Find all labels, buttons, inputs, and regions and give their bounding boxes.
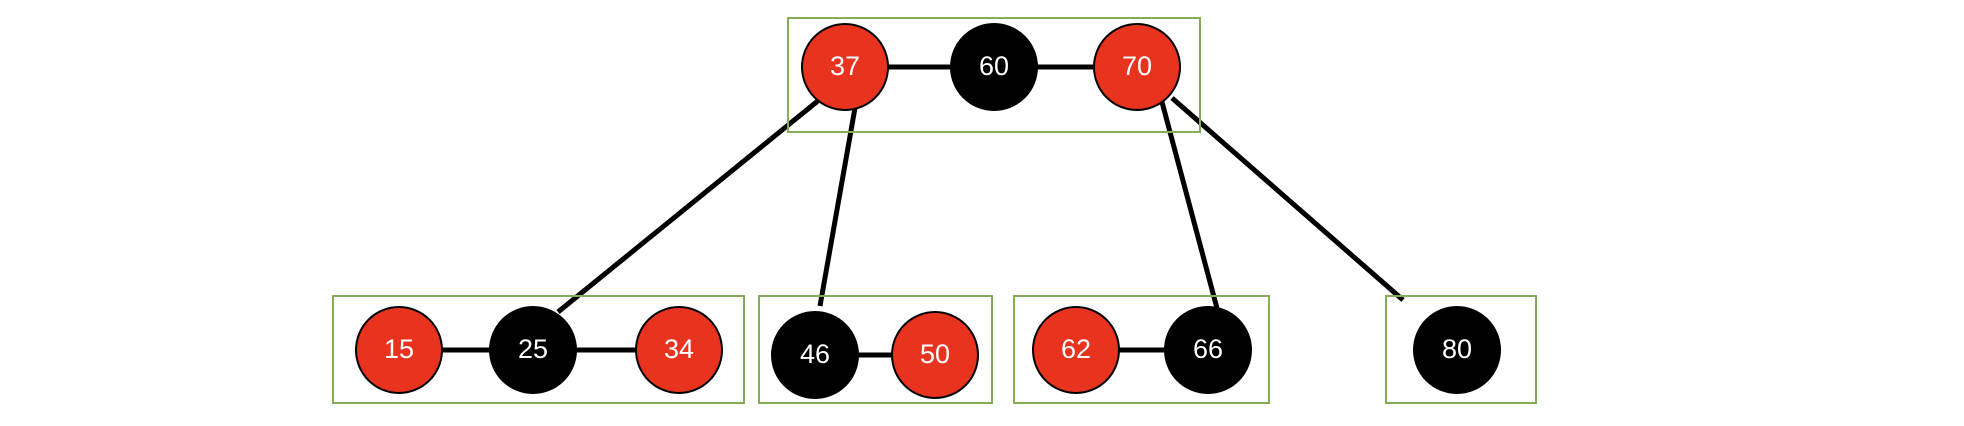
tree-node-62[interactable]: 62 — [1032, 306, 1120, 394]
tree-node-label: 25 — [517, 333, 549, 364]
leaf-cluster-2 — [758, 295, 993, 404]
leaf-cluster-4 — [1385, 295, 1537, 404]
tree-node-34[interactable]: 34 — [635, 306, 723, 394]
leaf-cluster-1 — [332, 295, 745, 404]
tree-node-label: 70 — [1121, 50, 1153, 81]
root-cluster — [787, 17, 1201, 133]
tree-node-70[interactable]: 70 — [1093, 23, 1181, 111]
tree-node-label: 66 — [1192, 333, 1224, 364]
tree-edge-70-80 — [1170, 96, 1405, 302]
tree-node-label: 80 — [1441, 333, 1473, 364]
tree-node-46[interactable]: 46 — [771, 311, 859, 399]
tree-node-66[interactable]: 66 — [1164, 306, 1252, 394]
tree-node-label: 15 — [383, 333, 415, 364]
tree-edge-37-46 — [817, 107, 858, 307]
tree-node-60[interactable]: 60 — [950, 23, 1038, 111]
tree-edge-37-25 — [556, 98, 821, 314]
tree-node-25[interactable]: 25 — [489, 306, 577, 394]
tree-node-50[interactable]: 50 — [891, 311, 979, 399]
tree-node-label: 37 — [829, 50, 861, 81]
tree-node-15[interactable]: 15 — [355, 306, 443, 394]
tree-node-label: 46 — [799, 338, 831, 369]
tree-edge-70-66 — [1159, 101, 1221, 313]
tree-node-label: 50 — [919, 338, 951, 369]
tree-node-37[interactable]: 37 — [801, 23, 889, 111]
leaf-cluster-3 — [1013, 295, 1270, 404]
tree-node-label: 62 — [1060, 333, 1092, 364]
tree-node-label: 60 — [978, 50, 1010, 81]
tree-node-label: 34 — [663, 333, 695, 364]
tree-node-80[interactable]: 80 — [1413, 306, 1501, 394]
